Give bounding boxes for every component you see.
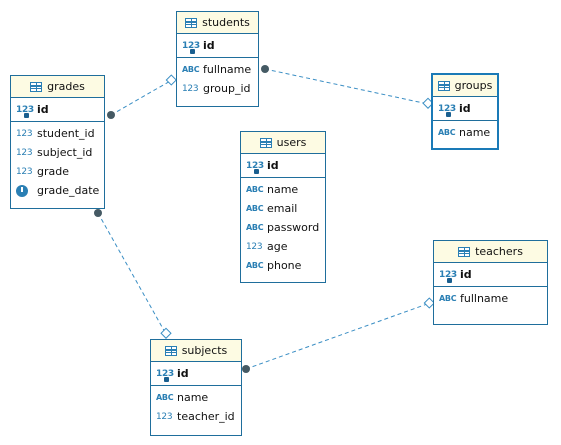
entity-header: grades <box>11 76 104 98</box>
link-end-dot <box>261 65 269 73</box>
column-row[interactable]: ABC email <box>246 202 298 215</box>
link-end-diamond <box>165 74 177 86</box>
entity-title: users <box>276 136 307 149</box>
table-icon <box>437 80 450 91</box>
column-row-pk[interactable]: 123 id <box>438 102 471 117</box>
numeric-type-icon: 123 <box>16 128 33 139</box>
entity-header: groups <box>433 75 497 97</box>
entity-groups[interactable]: groups 123 id ABC name <box>431 73 499 150</box>
numeric-type-icon: 123 <box>182 83 199 94</box>
column-row[interactable]: 123 subject_id <box>16 146 93 159</box>
entity-header: students <box>177 12 258 34</box>
column-row-pk[interactable]: 123 id <box>16 103 49 118</box>
relation-grades-students[interactable] <box>110 79 173 116</box>
column-row[interactable]: 123 group_id <box>182 82 251 95</box>
entity-header: teachers <box>434 241 547 263</box>
relation-grades-subjects[interactable] <box>97 212 167 335</box>
string-type-icon: ABC <box>156 393 174 402</box>
column-row[interactable]: ABC password <box>246 221 320 234</box>
entity-title: subjects <box>181 344 228 357</box>
column-row[interactable]: ABC name <box>438 126 491 139</box>
numeric-type-icon: 123 <box>16 166 33 177</box>
string-type-icon: ABC <box>246 204 264 213</box>
numeric-key-icon: 123 <box>156 368 174 382</box>
table-icon <box>458 246 471 257</box>
column-row[interactable]: ABC name <box>246 183 299 196</box>
link-end-dot <box>94 209 102 217</box>
entity-grades[interactable]: grades 123 id 123 student_id 123 subject… <box>10 75 105 209</box>
table-icon <box>164 345 177 356</box>
string-type-icon: ABC <box>246 261 264 270</box>
string-type-icon: ABC <box>246 185 264 194</box>
link-end-diamond <box>423 297 435 309</box>
column-row-pk[interactable]: 123 id <box>246 159 279 174</box>
entity-subjects[interactable]: subjects 123 id ABC name 123 teacher_id <box>150 339 242 436</box>
column-row[interactable]: ABC fullname <box>439 292 509 305</box>
string-type-icon: ABC <box>438 128 456 137</box>
entity-students[interactable]: students 123 id ABC fullname 123 group_i… <box>176 11 259 107</box>
numeric-type-icon: 123 <box>246 241 263 252</box>
column-row[interactable]: 123 grade <box>16 165 69 178</box>
entity-title: grades <box>47 80 85 93</box>
table-icon <box>30 81 43 92</box>
link-end-dot <box>242 365 250 373</box>
numeric-key-icon: 123 <box>16 104 34 118</box>
string-type-icon: ABC <box>439 294 457 303</box>
column-row[interactable]: ABC name <box>156 391 209 404</box>
numeric-key-icon: 123 <box>438 103 456 117</box>
numeric-type-icon: 123 <box>16 147 33 158</box>
relation-students-groups[interactable] <box>264 68 429 105</box>
column-row[interactable]: grade_date <box>11 181 104 200</box>
column-row[interactable]: 123 student_id <box>16 127 95 140</box>
numeric-key-icon: 123 <box>439 269 457 283</box>
numeric-key-icon: 123 <box>182 40 200 54</box>
column-row-pk[interactable]: 123 id <box>182 39 215 54</box>
link-end-dot <box>107 111 115 119</box>
link-end-diamond <box>422 97 434 109</box>
column-row-pk[interactable]: 123 id <box>439 268 472 283</box>
entity-title: students <box>202 16 250 29</box>
column-row[interactable]: 123 age <box>246 240 288 253</box>
entity-title: groups <box>454 79 493 92</box>
relation-subjects-teachers[interactable] <box>245 302 431 370</box>
entity-title: teachers <box>475 245 523 258</box>
column-row[interactable]: ABC phone <box>246 259 302 272</box>
table-icon <box>185 17 198 28</box>
column-row-pk[interactable]: 123 id <box>156 367 189 382</box>
numeric-key-icon: 123 <box>246 160 264 174</box>
entity-header: users <box>241 132 325 154</box>
numeric-type-icon: 123 <box>156 411 173 422</box>
entity-teachers[interactable]: teachers 123 id ABC fullname <box>433 240 548 325</box>
string-type-icon: ABC <box>182 65 200 74</box>
clock-icon <box>16 184 28 197</box>
link-end-diamond <box>160 327 172 339</box>
column-row[interactable]: 123 teacher_id <box>156 410 235 423</box>
table-icon <box>259 137 272 148</box>
entity-users[interactable]: users 123 id ABC name ABC email ABC pass… <box>240 131 326 283</box>
entity-header: subjects <box>151 340 241 362</box>
column-row[interactable]: ABC fullname <box>182 63 252 76</box>
string-type-icon: ABC <box>246 223 264 232</box>
